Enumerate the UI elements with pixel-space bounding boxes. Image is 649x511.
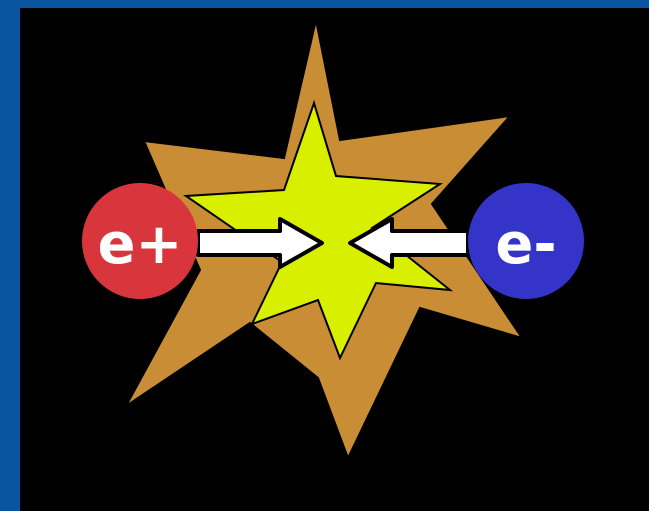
annihilation-diagram: e+ e- <box>20 8 649 511</box>
electron-particle: e- <box>468 183 584 299</box>
positron-particle: e+ <box>82 183 198 299</box>
positron-label: e+ <box>98 212 183 277</box>
electron-label: e- <box>495 212 556 277</box>
diagram-panel: e+ e- <box>20 8 649 511</box>
